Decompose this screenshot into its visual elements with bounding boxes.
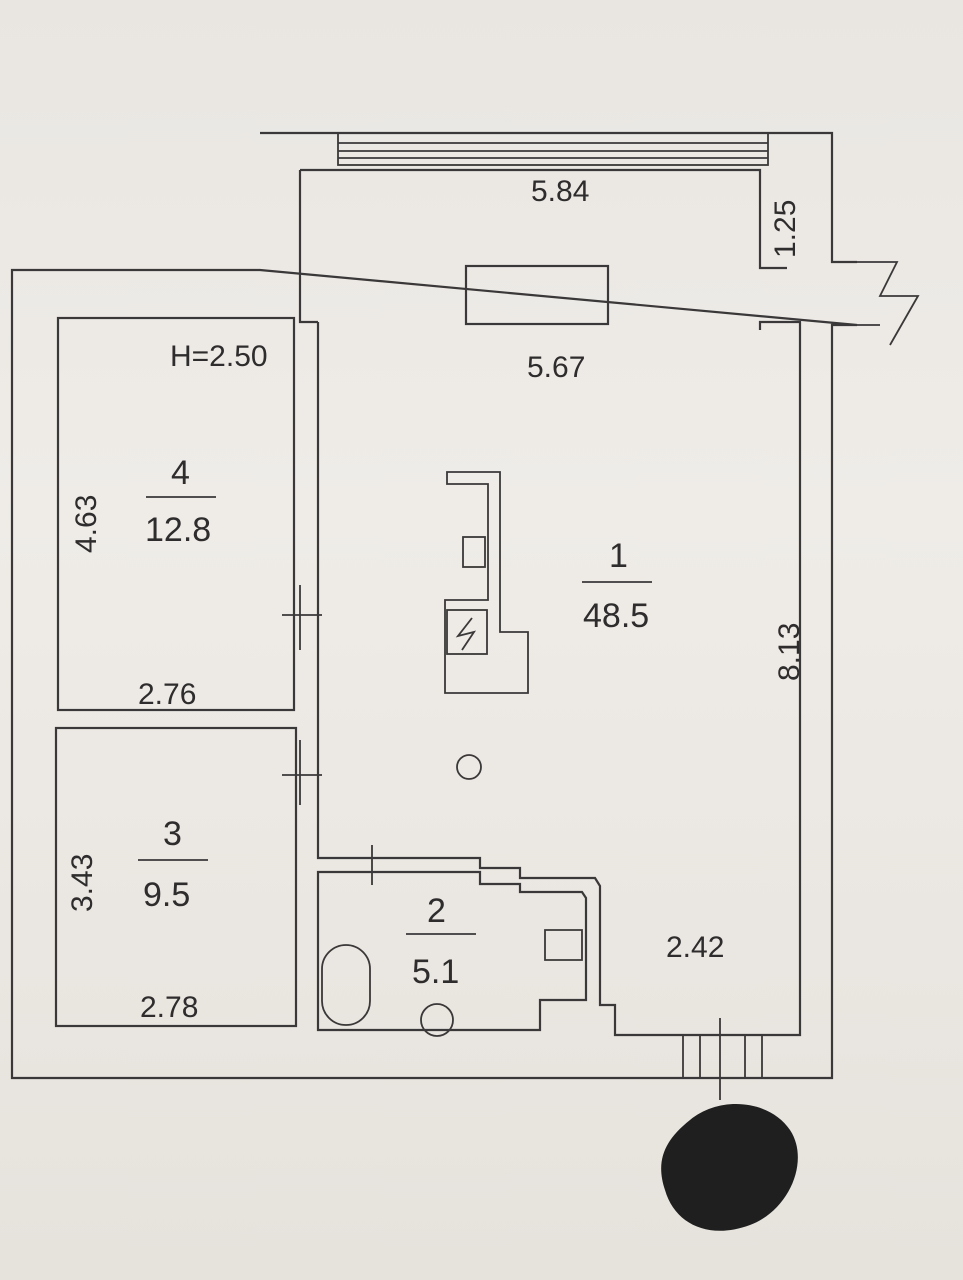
wall-break-mark: [857, 261, 920, 346]
stove-icon: [446, 609, 488, 655]
inner-wall-line: [298, 168, 787, 330]
entrance-door: [682, 1018, 763, 1100]
room4-height-label: 4.63: [70, 495, 103, 553]
toilet-icon: [544, 929, 583, 961]
bathtub-icon: [321, 944, 371, 1026]
room1-width-label: 5.67: [527, 351, 585, 384]
column-circle: [456, 754, 482, 780]
table-rect: [464, 264, 610, 326]
room-2-number: 2: [427, 892, 446, 930]
room-4-outline: [56, 316, 296, 712]
stove-symbol: [455, 617, 477, 651]
sink-icon: [462, 536, 486, 568]
balcony-depth-label: 1.25: [769, 200, 802, 258]
room-2-area: 5.1: [412, 953, 459, 991]
room1-bottom-label: 2.42: [666, 931, 724, 964]
room-1-number: 1: [609, 537, 628, 575]
kitchen-counter: [444, 471, 529, 694]
washbasin-icon: [420, 1003, 454, 1037]
door-marks: [282, 585, 373, 885]
outer-wall: [10, 131, 858, 1080]
room4-width-label: 2.76: [138, 678, 196, 711]
scribble-mark: [661, 1103, 798, 1231]
room3-width-label: 2.78: [140, 991, 198, 1024]
room3-height-label: 3.43: [66, 854, 99, 912]
balcony-width-label: 5.84: [531, 175, 589, 208]
room-3-number: 3: [163, 815, 182, 853]
room1-length-label: 8.13: [773, 623, 806, 681]
room-4-area: 12.8: [145, 511, 211, 549]
room-4-number: 4: [171, 454, 190, 492]
room-1-area: 48.5: [583, 597, 649, 635]
room-2-outline: [316, 870, 588, 1032]
room-3-area: 9.5: [143, 876, 190, 914]
room-1-outline: [316, 320, 802, 1037]
room-3-outline: [54, 726, 298, 1028]
ceiling-height-label: H=2.50: [170, 340, 268, 373]
balcony-window: [337, 132, 769, 166]
